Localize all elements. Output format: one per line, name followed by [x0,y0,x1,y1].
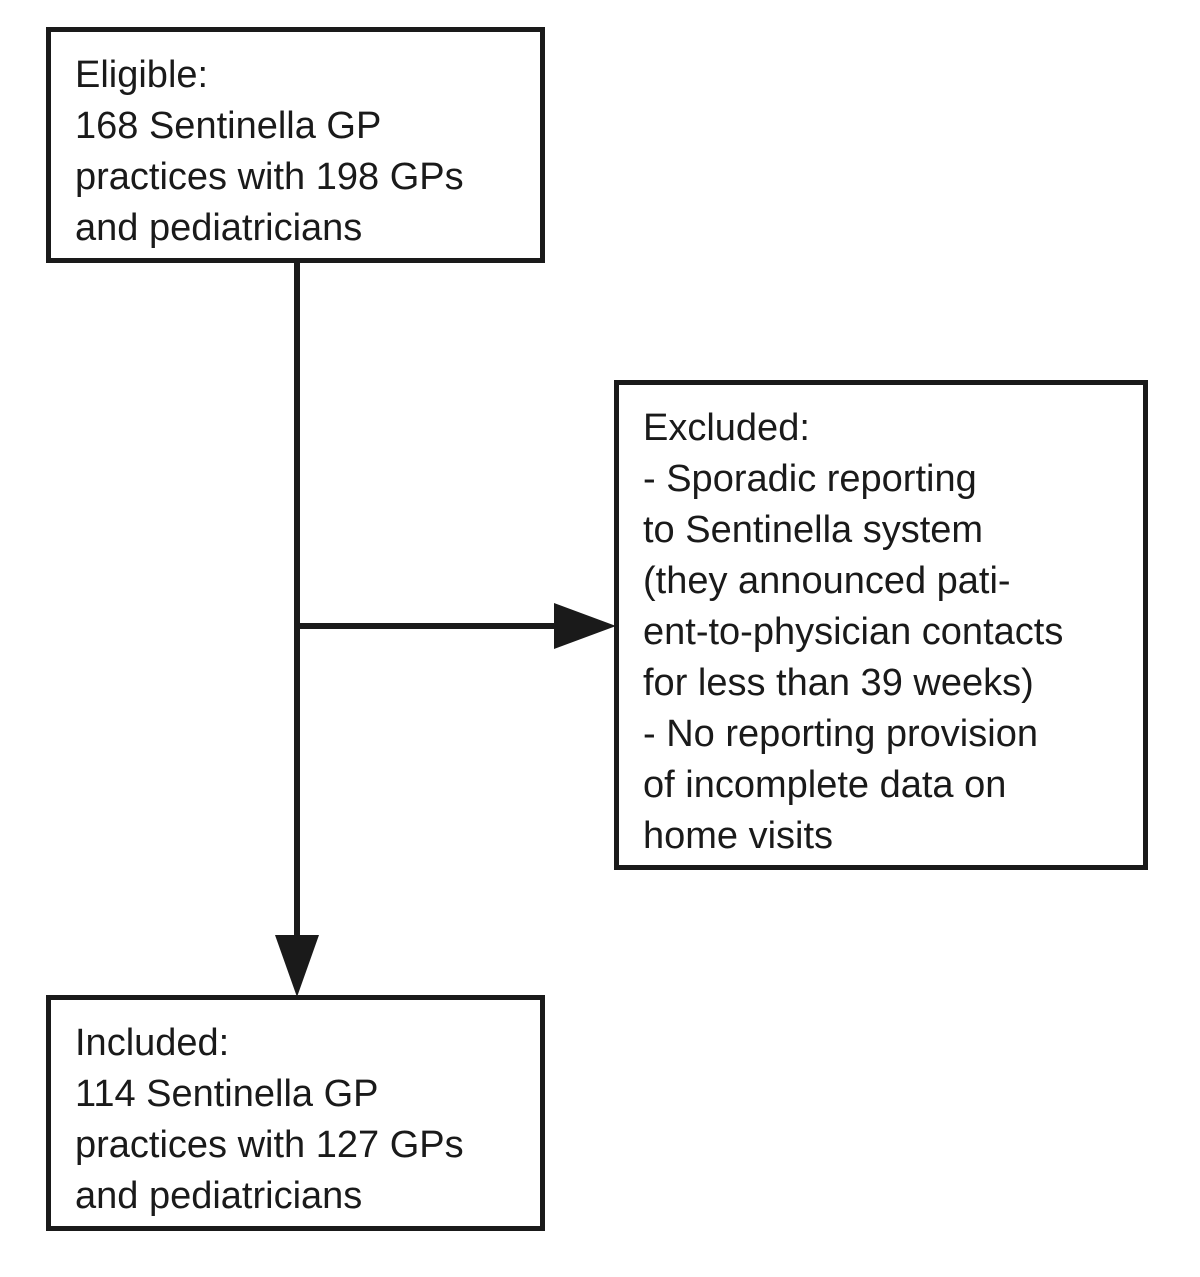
down-arrowhead [275,935,319,997]
right-arrowhead [554,603,616,649]
excluded-line: for less than 39 weeks) [643,662,1034,704]
eligible-box: Eligible: 168 Sentinella GP practices wi… [46,27,545,263]
included-box: Included: 114 Sentinella GP practices wi… [46,995,545,1231]
excluded-line: - No reporting provision [643,713,1038,755]
excluded-line: to Sentinella system [643,509,984,551]
included-heading: Included: [75,1022,230,1064]
excluded-box: Excluded: - Sporadic reporting to Sentin… [614,380,1148,870]
included-line: practices with 127 GPs [75,1124,464,1166]
eligible-heading: Eligible: [75,54,209,96]
eligible-line: and pediatricians [75,207,363,249]
excluded-line: ent-to-physician contacts [643,611,1064,653]
excluded-line: of incomplete data on [643,764,1007,806]
eligible-line: practices with 198 GPs [75,156,464,198]
excluded-line: (they announced pati- [643,560,1011,602]
excluded-line: - Sporadic reporting [643,458,977,500]
eligible-line: 168 Sentinella GP [75,105,382,147]
excluded-line: home visits [643,815,834,857]
included-line: 114 Sentinella GP [75,1073,379,1115]
included-line: and pediatricians [75,1175,363,1217]
excluded-heading: Excluded: [643,407,810,449]
